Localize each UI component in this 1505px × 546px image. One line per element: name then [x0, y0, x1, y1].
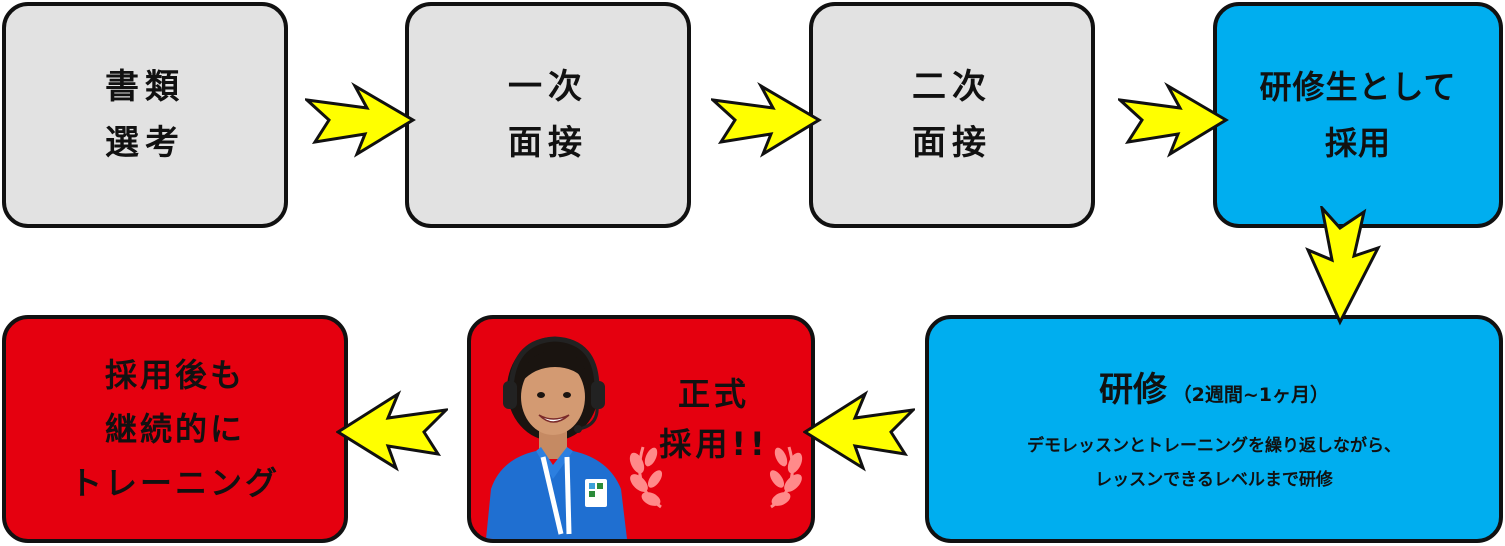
step-label-line2: 採用!!	[659, 425, 769, 463]
training-description-line2: レッスンできるレベルまで研修	[1095, 469, 1333, 490]
step-label-line1: 一次	[508, 67, 588, 107]
teacher-photo	[486, 336, 627, 539]
training-description-line1: デモレッスンとトレーニングを繰り返しながら、	[1027, 435, 1401, 456]
step-official-hiring: 正式 採用!!	[467, 315, 815, 543]
step-label-line1: 採用後も	[104, 356, 245, 394]
step-label-line1: 正式	[677, 375, 750, 413]
step-label-line2: 面接	[508, 123, 588, 163]
step-first-interview: 一次 面接	[405, 2, 691, 228]
step-ongoing-training: 採用後も 継続的に トレーニング	[2, 315, 348, 543]
step-label-line2: 継続的に	[104, 410, 245, 448]
step-label-line1: 書類	[105, 67, 185, 107]
arrow-left-icon	[803, 390, 915, 472]
training-heading: 研修 （2週間~1ヶ月）	[1099, 362, 1329, 411]
arrow-left-icon	[336, 390, 448, 472]
training-title: 研修	[1099, 369, 1168, 410]
training-period: （2週間~1ヶ月）	[1172, 383, 1329, 406]
official-hiring-label: 正式 採用!!	[629, 369, 799, 469]
arrow-down-icon	[1305, 206, 1382, 326]
step-label-line2: 選考	[105, 123, 185, 163]
step-trainee-hiring: 研修生として 採用	[1213, 2, 1503, 228]
step-document-screening: 書類 選考	[2, 2, 288, 228]
step-second-interview: 二次 面接	[809, 2, 1095, 228]
laurel-wreath-icon	[629, 446, 803, 509]
arrow-right-icon	[1118, 81, 1229, 158]
step-label-line1: 研修生として	[1259, 68, 1457, 106]
arrow-right-icon	[305, 81, 416, 158]
step-label-line2: 面接	[912, 123, 992, 163]
arrow-right-icon	[711, 81, 822, 158]
step-training: 研修 （2週間~1ヶ月） デモレッスンとトレーニングを繰り返しながら、 レッスン…	[925, 315, 1503, 543]
step-label-line2: 採用	[1324, 124, 1391, 162]
step-label-line1: 二次	[912, 67, 992, 107]
step-label-line3: トレーニング	[69, 464, 280, 502]
